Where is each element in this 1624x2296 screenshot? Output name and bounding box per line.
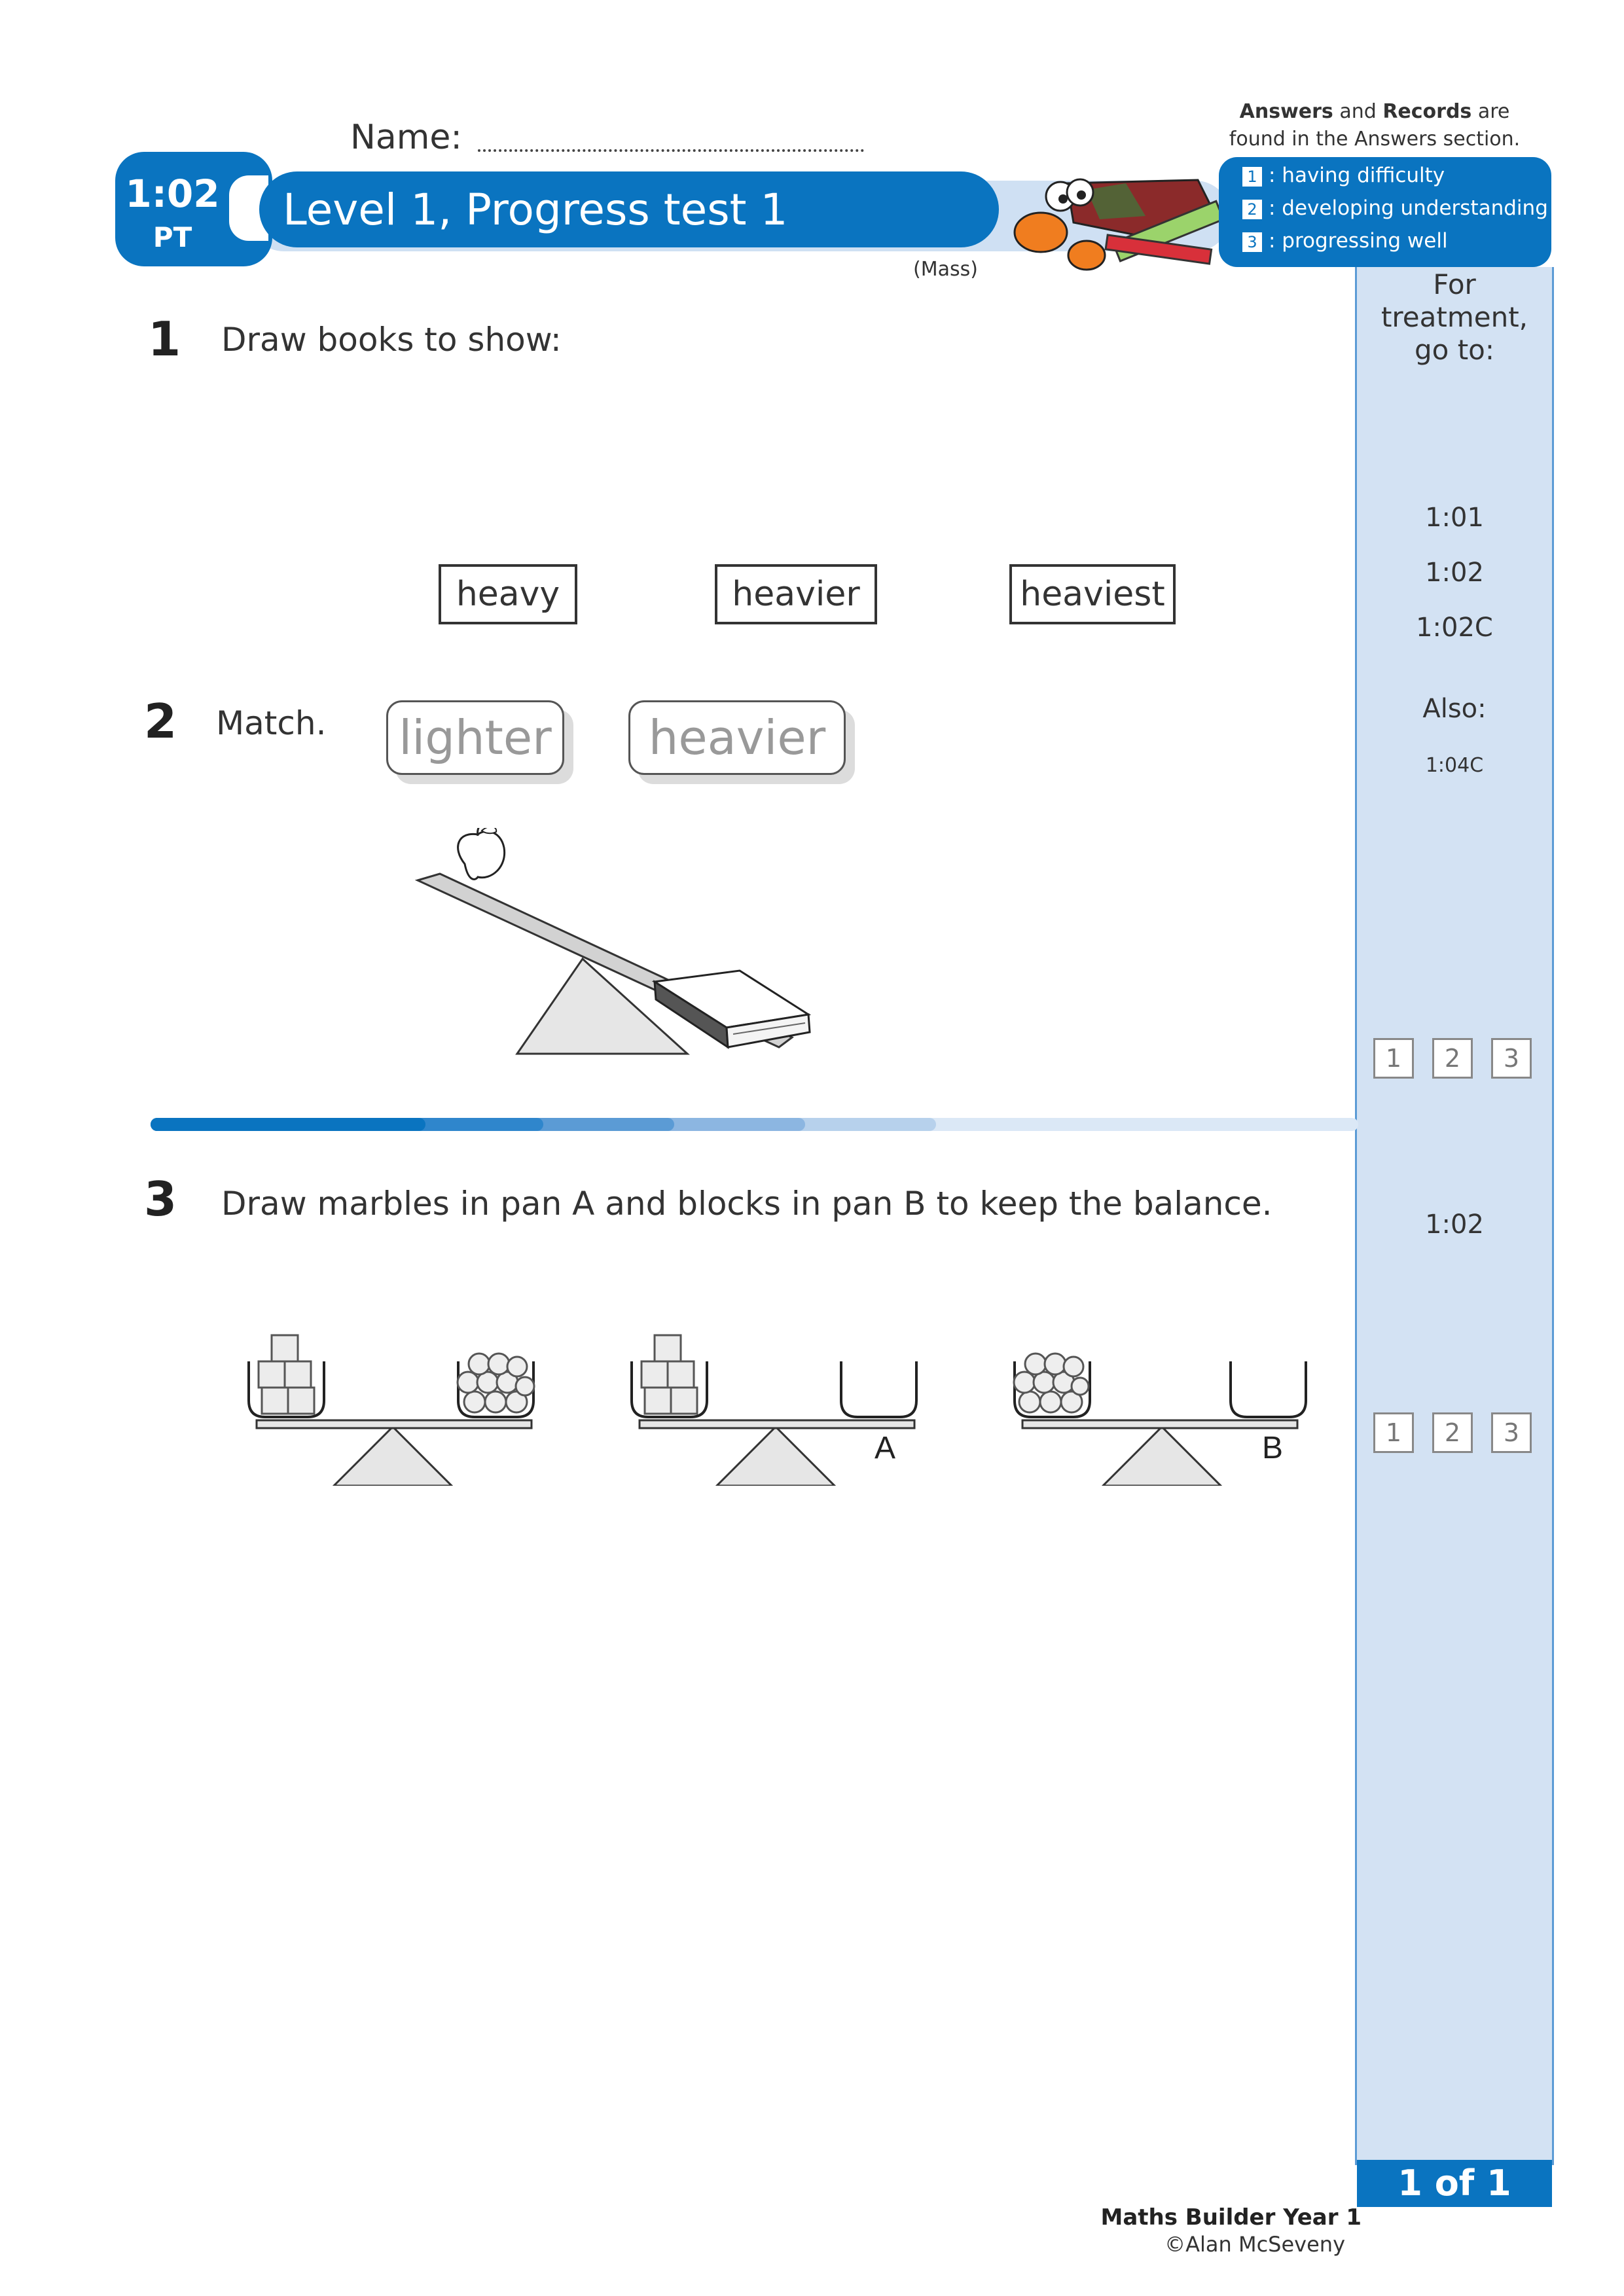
match-word-lighter[interactable]: lighter [386, 700, 564, 775]
footer-book-title: Maths Builder Year 1 [1100, 2204, 1362, 2231]
ref-q1-1[interactable]: 1:01 [1425, 503, 1484, 533]
word-box-heaviest: heaviest [1009, 564, 1176, 624]
key-label-2: : developing understanding [1269, 196, 1548, 220]
page-title: Level 1, Progress test 1 [283, 185, 788, 235]
topic-label: (Mass) [913, 258, 978, 281]
pan-a[interactable] [840, 1361, 918, 1418]
word-box-heavy: heavy [439, 564, 577, 624]
answers-and: and [1333, 100, 1383, 123]
match-word-heavier[interactable]: heavier [628, 700, 846, 775]
key-num-2: 2 [1242, 199, 1262, 219]
pan-a-label: A [875, 1431, 896, 1465]
question-2-text: Match. [216, 704, 327, 742]
key-item-2: 2 : developing understanding [1242, 196, 1548, 220]
also-label: Also: [1422, 694, 1487, 724]
answers-are: are [1471, 100, 1510, 123]
footer-copyright: ©Alan McSeveny [1164, 2232, 1345, 2257]
seesaw-apple-book-illustration [414, 828, 812, 1055]
pan-b-label: B [1262, 1431, 1284, 1465]
apple-icon [457, 830, 506, 880]
rating-box-3[interactable]: 3 [1491, 1038, 1532, 1079]
test-code: 1:02 [125, 171, 220, 216]
rating-boxes-q3: 1 2 3 [1373, 1412, 1532, 1453]
key-num-3: 3 [1242, 232, 1262, 252]
name-field[interactable] [478, 149, 864, 152]
marbles-icon [1013, 1352, 1090, 1414]
answers-location: found in the Answers section. [1229, 128, 1521, 151]
key-num-1: 1 [1242, 166, 1262, 187]
test-code-sub: PT [153, 221, 192, 253]
rating-box-3[interactable]: 3 [1491, 1412, 1532, 1453]
rating-key [1219, 157, 1551, 267]
question-3-text: Draw marbles in pan A and blocks in pan … [221, 1185, 1272, 1223]
treatment-line-2: go to: [1414, 334, 1495, 366]
key-item-3: 3 : progressing well [1242, 229, 1448, 253]
book-icon [651, 969, 812, 1049]
key-item-1: 1 : having difficulty [1242, 164, 1445, 187]
blocks-icon [257, 1334, 316, 1415]
title-ribbon [259, 171, 999, 247]
treatment-line-1: For treatment, [1380, 268, 1528, 333]
rating-box-1[interactable]: 1 [1373, 1038, 1414, 1079]
treatment-heading: For treatment, go to: [1357, 268, 1552, 367]
crab-mascot-icon [1013, 178, 1225, 271]
blocks-icon [640, 1334, 698, 1415]
balance-scale-3 [1013, 1352, 1307, 1486]
balance-scale-1 [247, 1334, 535, 1486]
word-box-heavier: heavier [715, 564, 877, 624]
ref-q1-2[interactable]: 1:02 [1425, 558, 1484, 588]
question-2-number: 2 [144, 694, 177, 749]
key-label-1: : having difficulty [1269, 164, 1445, 187]
treatment-column [1355, 267, 1554, 2165]
section-divider [151, 1118, 1358, 1131]
page-number: 1 of 1 [1357, 2160, 1552, 2207]
also-ref[interactable]: 1:04C [1425, 754, 1484, 777]
pan-b[interactable] [1229, 1361, 1307, 1418]
ref-q1-3[interactable]: 1:02C [1416, 613, 1493, 643]
answers-word: Answers [1239, 100, 1333, 123]
question-1-number: 1 [148, 312, 181, 367]
rating-boxes-q1-q2: 1 2 3 [1373, 1038, 1532, 1079]
rating-box-2[interactable]: 2 [1432, 1038, 1473, 1079]
question-1-text: Draw books to show: [221, 321, 562, 359]
balance-scale-2 [630, 1334, 918, 1486]
name-label: Name: [350, 118, 462, 157]
ref-q3[interactable]: 1:02 [1425, 1210, 1484, 1240]
rating-box-2[interactable]: 2 [1432, 1412, 1473, 1453]
records-word: Records [1382, 100, 1472, 123]
answers-note: Answers and Records are found in the Ans… [1191, 98, 1558, 153]
marbles-icon [456, 1352, 535, 1414]
question-3-number: 3 [144, 1172, 177, 1227]
rating-box-1[interactable]: 1 [1373, 1412, 1414, 1453]
key-label-3: : progressing well [1269, 229, 1448, 253]
